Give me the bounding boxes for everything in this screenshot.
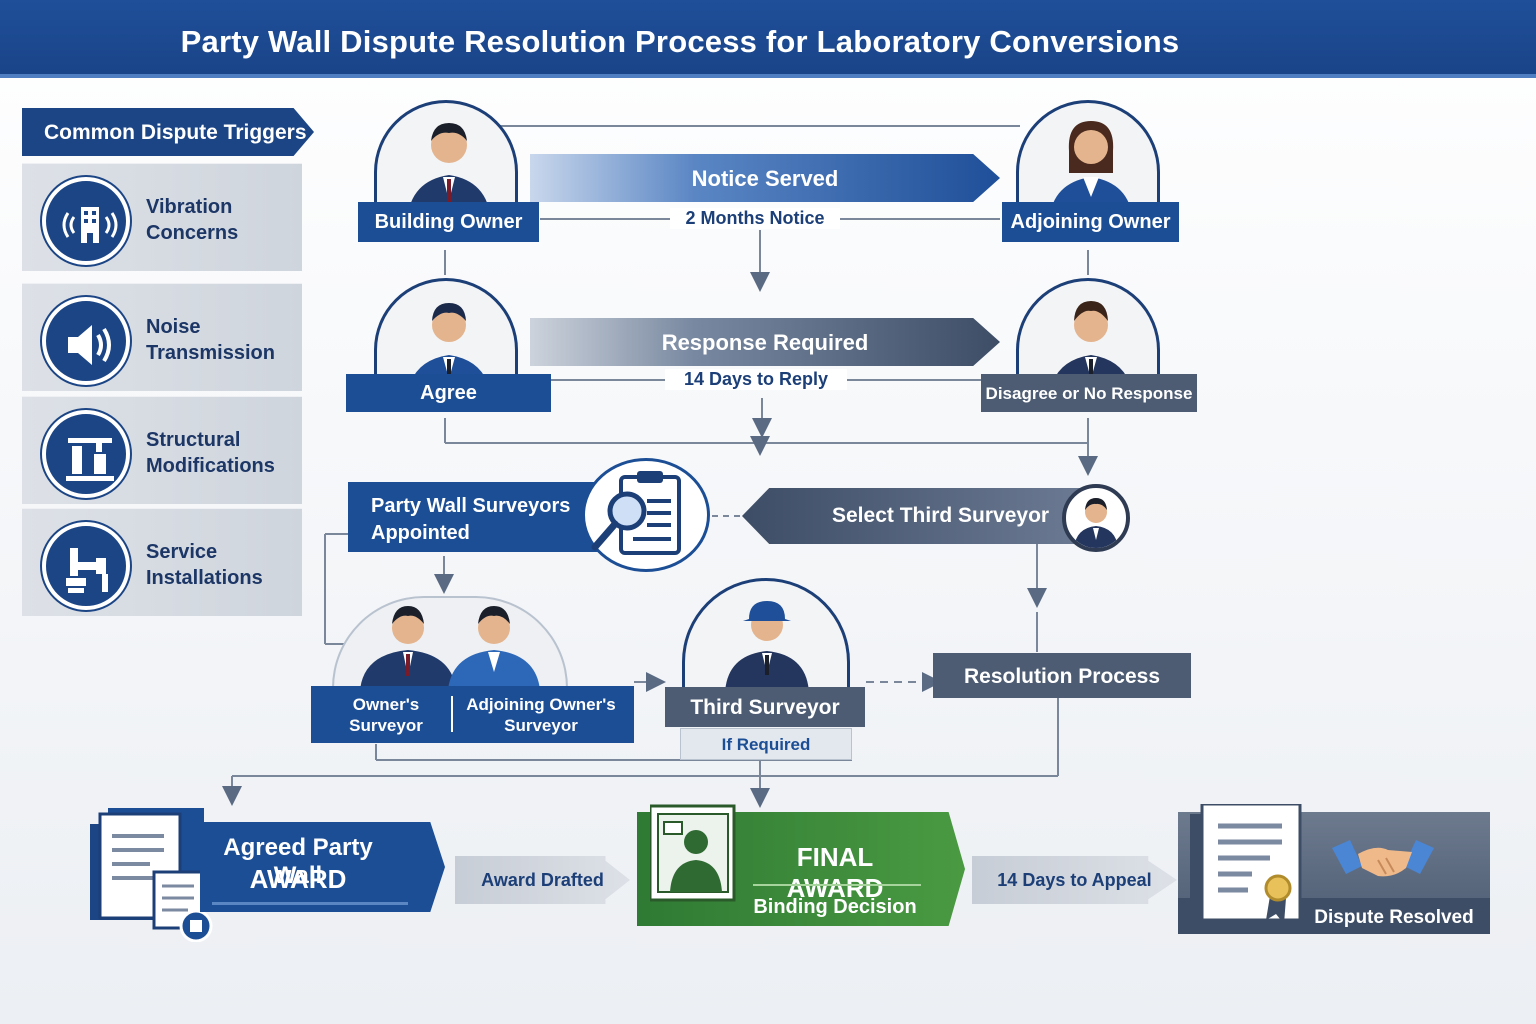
- surveyors-appointed-box: Party Wall Surveyors Appointed: [348, 482, 608, 552]
- pipes-icon: [42, 522, 130, 610]
- speaker-icon: [42, 297, 130, 385]
- third-surveyor-small-avatar: [1062, 484, 1130, 552]
- handshake-icon: [1328, 830, 1438, 890]
- building-owner-avatar: [374, 100, 518, 220]
- award-drafted-arrow: Award Drafted: [455, 856, 630, 904]
- notice-served-arrow: Notice Served: [530, 154, 1000, 202]
- third-surveyor-avatar: [682, 578, 850, 690]
- trigger-vibration: Vibration Concerns: [22, 163, 302, 271]
- appeal-period-arrow: 14 Days to Appeal: [972, 856, 1177, 904]
- notice-period: 2 Months Notice: [670, 208, 840, 229]
- building-vibration-icon: [42, 177, 130, 265]
- clipboard-magnifier-icon: [582, 458, 710, 572]
- adjoining-surveyor-label: Adjoining Owner's Surveyor: [457, 694, 625, 736]
- adjoining-surveyor-line1: Adjoining Owner's: [466, 695, 616, 714]
- surveyors-appointed-line2: Appointed: [371, 522, 470, 544]
- agreed-award-line2: AWARD: [249, 864, 347, 894]
- agree-label: Agree: [346, 374, 551, 412]
- surveyor-pair-labels: Owner's Surveyor Adjoining Owner's Surve…: [311, 686, 634, 743]
- final-award-divider: [753, 884, 921, 886]
- reply-period: 14 Days to Reply: [665, 369, 847, 390]
- dispute-resolved-label: Dispute Resolved: [1314, 907, 1474, 928]
- trigger-noise: Noise Transmission: [22, 283, 302, 391]
- trigger-label: Noise Transmission: [146, 316, 275, 364]
- resolution-process-box: Resolution Process: [933, 653, 1191, 698]
- columns-icon: [42, 410, 130, 498]
- trigger-structural: Structural Modifications: [22, 396, 302, 504]
- if-required-note: If Required: [680, 728, 852, 760]
- trigger-label: Structural Modifications: [146, 429, 275, 477]
- binding-decision: Binding Decision: [753, 896, 917, 918]
- select-third-label: Select Third Surveyor: [832, 504, 1050, 527]
- select-third-surveyor-arrow: Select Third Surveyor: [742, 488, 1082, 544]
- owners-surveyor-line2: Surveyor: [349, 716, 423, 735]
- certificate-ribbon-icon: [1190, 802, 1308, 928]
- third-surveyor-label: Third Surveyor: [665, 687, 865, 727]
- trigger-services: Service Installations: [22, 508, 302, 616]
- label-divider: [451, 696, 453, 732]
- adjoining-owner-label: Adjoining Owner: [1002, 202, 1179, 242]
- agreed-award-box: Agreed Party Wall AWARD: [200, 822, 445, 912]
- building-owner-label: Building Owner: [358, 202, 539, 242]
- response-required-arrow: Response Required: [530, 318, 1000, 366]
- owners-surveyor-line1: Owner's: [352, 695, 420, 714]
- surveyors-appointed-line1: Party Wall Surveyors: [371, 495, 571, 517]
- agreed-award-line1: Agreed Party Wall: [223, 834, 373, 889]
- disagree-label: Disagree or No Response: [981, 374, 1197, 412]
- final-award-title: FINAL AWARD: [786, 842, 884, 903]
- trigger-label: Vibration Concerns: [146, 196, 239, 244]
- owners-surveyor-label: Owner's Surveyor: [311, 694, 461, 736]
- page-title: Party Wall Dispute Resolution Process fo…: [180, 24, 1180, 59]
- certificate-portrait-icon: [648, 802, 744, 902]
- header-bar: Party Wall Dispute Resolution Process fo…: [0, 0, 1536, 78]
- trigger-label: Service Installations: [146, 541, 263, 589]
- adjoining-surveyor-line2: Surveyor: [504, 716, 578, 735]
- award-underline: [212, 902, 408, 905]
- sidebar-title: Common Dispute Triggers: [22, 108, 314, 156]
